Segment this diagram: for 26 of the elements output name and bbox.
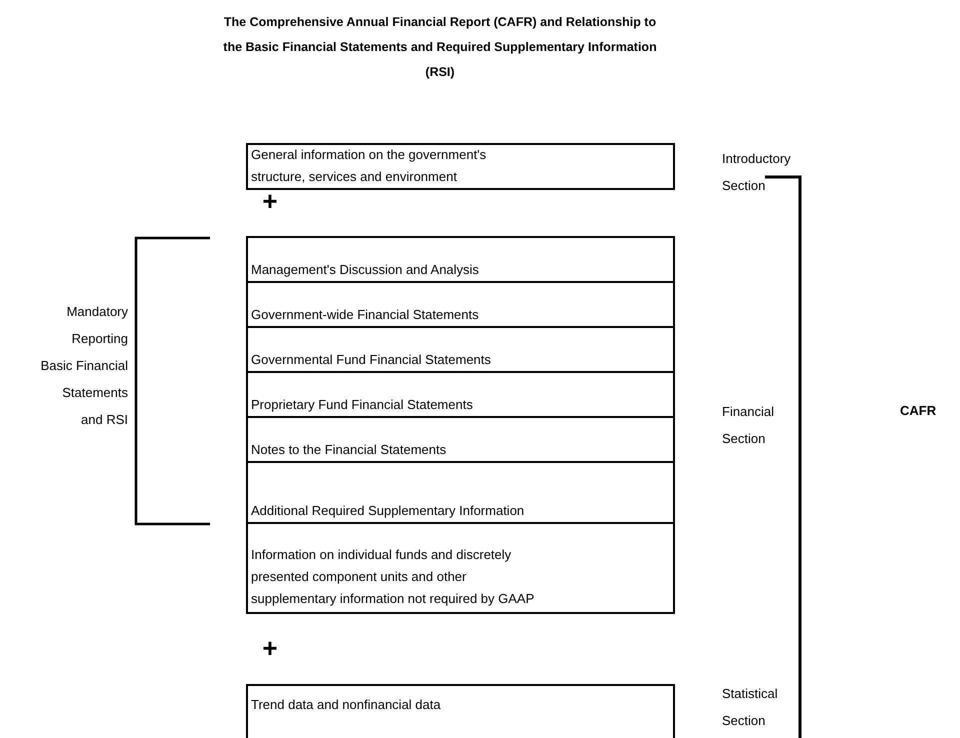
box-text: Information on individual funds and discretely presented component units and other supplementary information not required by GAAP (251, 546, 536, 608)
box-text: General information on the government's structure, services and environment (251, 146, 488, 186)
section-box (246, 522, 675, 614)
section-label: Introductory Section (722, 150, 792, 195)
section-box (246, 143, 675, 190)
box-text: Trend data and nonfinancial data (251, 696, 441, 714)
diagram-title: The Comprehensive Annual Financial Report (CAFR) and Relationship to the Basic Financial Statements and Required Supplementary Information (RSI) (222, 14, 658, 81)
bracket-label: Mandatory Reporting Basic Financial Statements and RSI (40, 303, 128, 429)
section-box (246, 236, 675, 283)
box-text: Management's Discussion and Analysis (251, 261, 479, 279)
section-label: Financial Section (722, 403, 776, 448)
plus-sign: + (261, 186, 279, 216)
section-box (246, 416, 675, 463)
section-box (246, 684, 675, 738)
section-box (246, 281, 675, 328)
section-box (246, 371, 675, 418)
box-text: Governmental Fund Financial Statements (251, 351, 491, 369)
box-text: Additional Required Supplementary Information (251, 502, 524, 520)
report-label: CAFR (900, 402, 938, 420)
box-text: Proprietary Fund Financial Statements (251, 396, 473, 414)
plus-sign: + (261, 633, 279, 663)
section-label: Statistical Section (722, 685, 779, 730)
section-box (246, 461, 675, 524)
section-box (246, 326, 675, 373)
box-text: Government-wide Financial Statements (251, 306, 479, 324)
box-text: Notes to the Financial Statements (251, 441, 446, 459)
